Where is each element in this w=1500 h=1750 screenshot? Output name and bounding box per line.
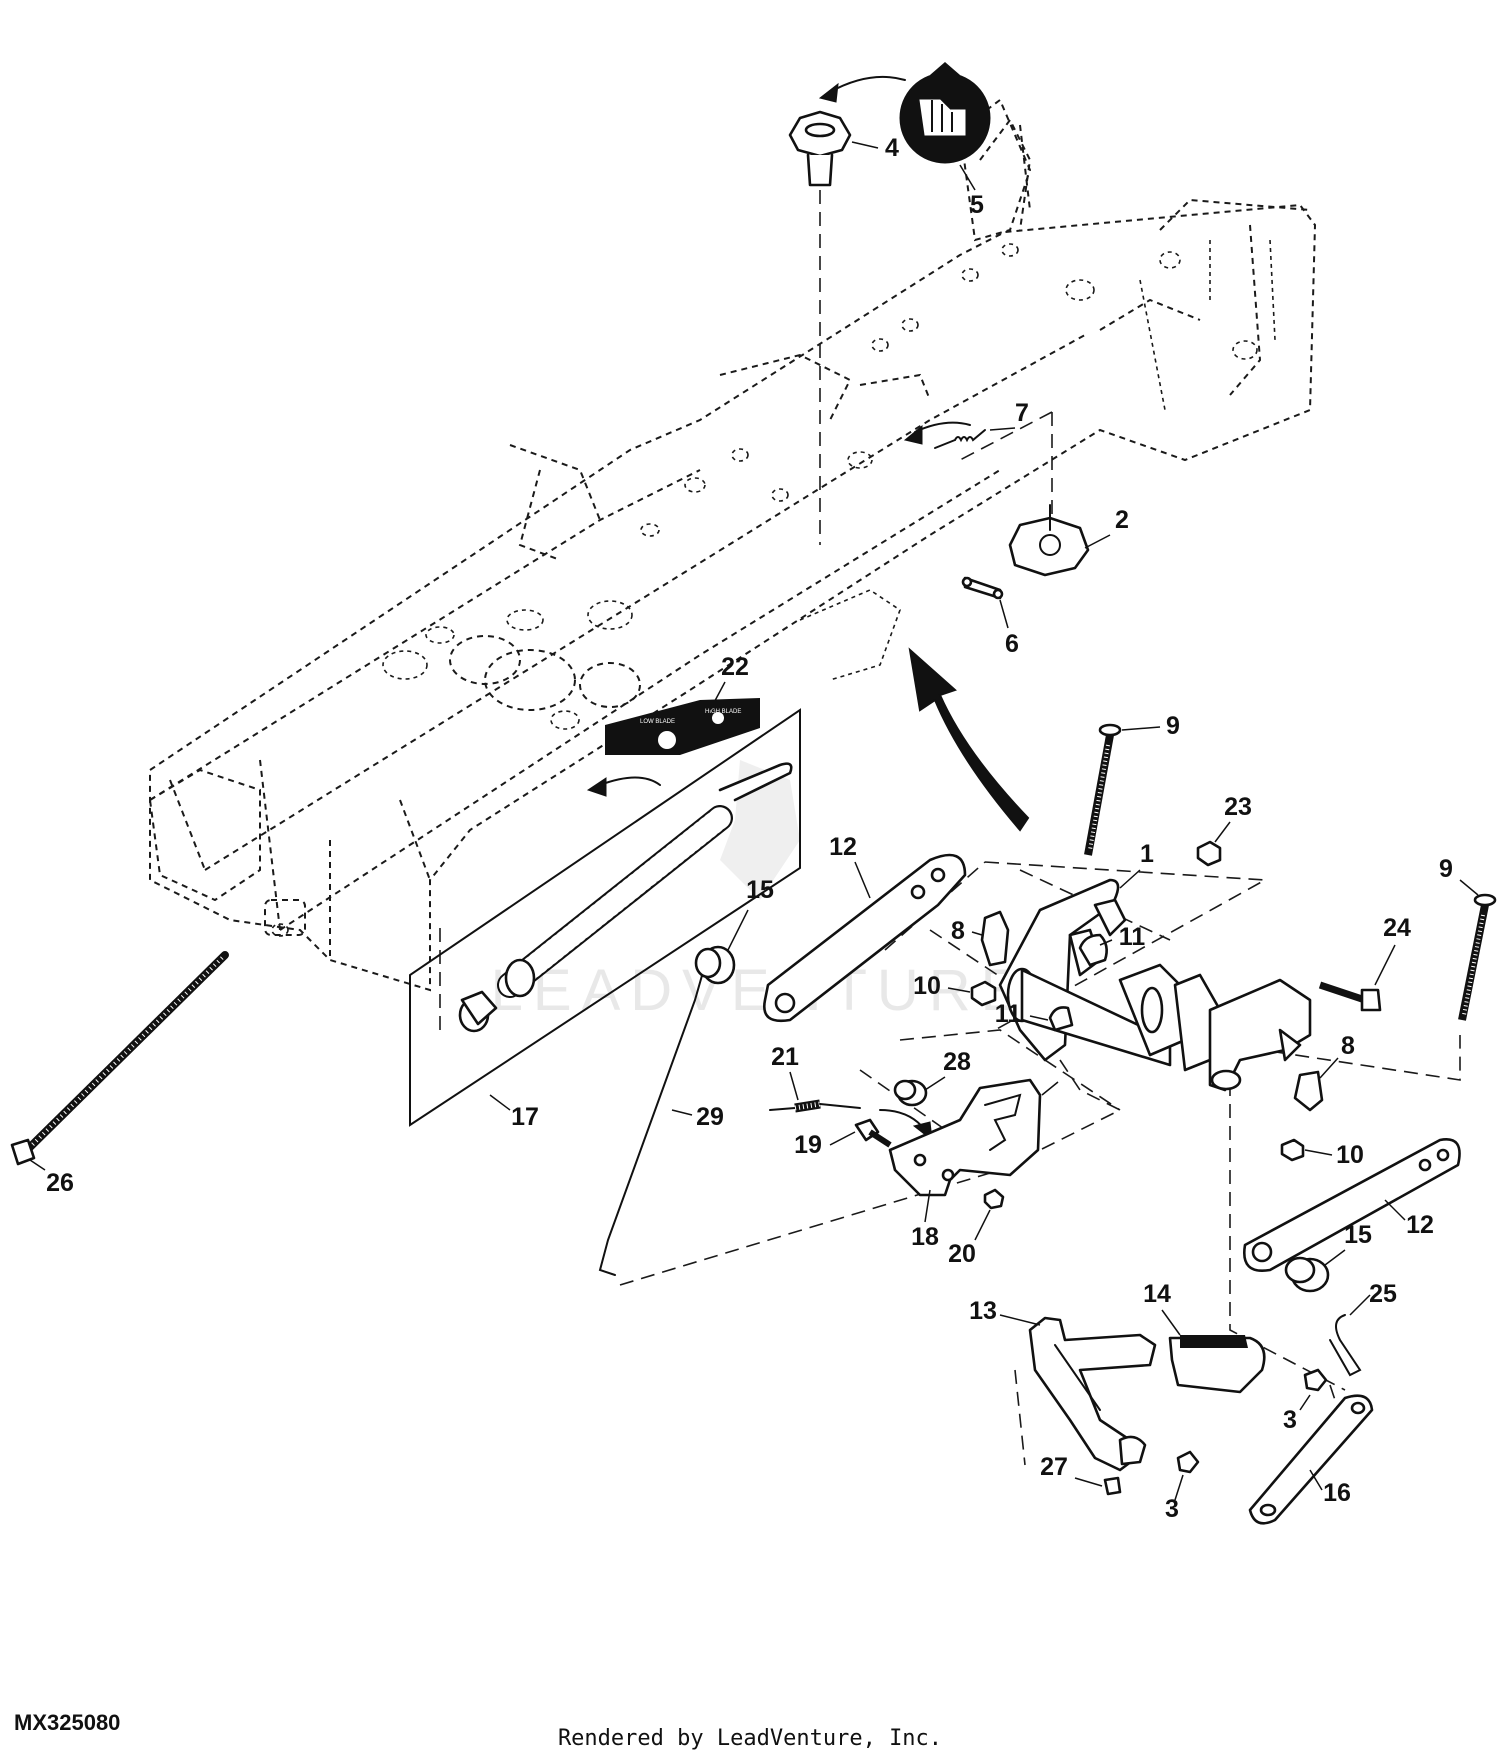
callout-24: 24 [1383, 914, 1411, 942]
callout-11b: 11 [995, 1000, 1022, 1028]
callout-22: 22 [721, 653, 749, 681]
part-8-clamp-lower [1293, 1070, 1324, 1112]
callout-7: 7 [1015, 399, 1029, 427]
part-2-adjuster-cam [1008, 504, 1090, 577]
callout-8b: 8 [1341, 1032, 1355, 1060]
callout-labels: 1 2 3 3 4 5 6 7 8 8 9 9 10 10 11 11 12 1… [29, 134, 1479, 1523]
part-10-nut-upper [970, 980, 997, 1007]
part-13-lift-lever [1028, 1316, 1157, 1472]
part-22-decal: LOW BLADE HIGH BLADE [605, 698, 760, 755]
part-3-nut-a [1303, 1368, 1328, 1392]
callout-21: 21 [771, 1043, 799, 1071]
part-19-bolt [854, 1118, 892, 1148]
part-4-knob [788, 110, 852, 187]
callout-29: 29 [696, 1103, 724, 1131]
callout-18: 18 [911, 1223, 939, 1251]
callout-6: 6 [1005, 630, 1019, 658]
part-11-clip-upper [1078, 933, 1108, 967]
part-16-link-bar [1248, 1394, 1374, 1525]
part-9-bolt-right [1458, 893, 1497, 1021]
part-27-set-screw [1103, 1476, 1122, 1496]
part-23-nut [1196, 840, 1222, 867]
part-12-link-lower [1242, 1138, 1461, 1273]
part-21-spring [769, 1099, 861, 1113]
callout-10b: 10 [1336, 1141, 1364, 1169]
part-12-link-upper [763, 853, 967, 1023]
part-20-nut [983, 1188, 1005, 1210]
callout-4: 4 [885, 134, 899, 162]
watermark: LEADVENTURE [491, 760, 1030, 1023]
render-credit: Rendered by LeadVenture, Inc. [558, 1726, 942, 1750]
tractor-frame-phantom [148, 118, 1317, 992]
part-5-height-gauge-plate [899, 62, 1032, 242]
callout-8a: 8 [951, 917, 965, 945]
part-14-handle-grip [1168, 1335, 1266, 1394]
part-24-bolt [1318, 981, 1382, 1012]
spring-coil [497, 805, 733, 998]
callout-10a: 10 [913, 972, 941, 1000]
callout-25: 25 [1369, 1280, 1397, 1308]
callout-19: 19 [794, 1131, 822, 1159]
callout-27: 27 [1040, 1453, 1068, 1481]
part-6-clip [961, 576, 1004, 600]
watermark-text: LEADVENTURE [491, 958, 1030, 1023]
callout-9a: 9 [1166, 712, 1180, 740]
callout-23: 23 [1224, 793, 1252, 821]
part-1-lift-shaft-assembly [998, 878, 1312, 1092]
part-15-bushing-left [694, 945, 736, 985]
callout-9b: 9 [1439, 855, 1453, 883]
part-8-clamp-upper [980, 910, 1010, 967]
part-25-hairpin [1329, 1314, 1362, 1377]
part-17-spring-kit [409, 708, 801, 1127]
part-29-rod [598, 964, 706, 1276]
decal-22-line1: LOW BLADE [640, 719, 675, 725]
part-10-nut-lower [1280, 1138, 1305, 1162]
callout-12a: 12 [829, 833, 857, 861]
callout-28: 28 [943, 1048, 971, 1076]
part-3-nut-b [1176, 1450, 1200, 1474]
callout-16: 16 [1323, 1479, 1351, 1507]
part-11-clip-lower [1048, 1006, 1074, 1032]
callout-2: 2 [1115, 506, 1129, 534]
callout-5: 5 [970, 191, 984, 219]
decal-22-line2: HIGH BLADE [705, 709, 741, 715]
callout-17: 17 [511, 1103, 539, 1131]
part-7-spring [934, 429, 986, 449]
callout-3a: 3 [1283, 1406, 1297, 1434]
part-28-bushing [893, 1079, 928, 1107]
part-26-rod [10, 951, 229, 1166]
callout-20: 20 [948, 1240, 976, 1268]
callout-15a: 15 [746, 876, 774, 904]
part-18-bracket [888, 1078, 1042, 1197]
callout-3b: 3 [1165, 1495, 1179, 1523]
callout-12b: 12 [1406, 1211, 1434, 1239]
figure-id: MX325080 [14, 1710, 120, 1735]
part-15-bushing-right [1284, 1256, 1330, 1293]
callout-26: 26 [46, 1169, 74, 1197]
callout-15b: 15 [1344, 1221, 1372, 1249]
callout-1: 1 [1140, 840, 1154, 868]
callout-11a: 11 [1119, 923, 1146, 951]
part-9-bolt-left [1084, 723, 1122, 856]
callout-13: 13 [969, 1297, 997, 1325]
callout-14: 14 [1143, 1280, 1171, 1308]
